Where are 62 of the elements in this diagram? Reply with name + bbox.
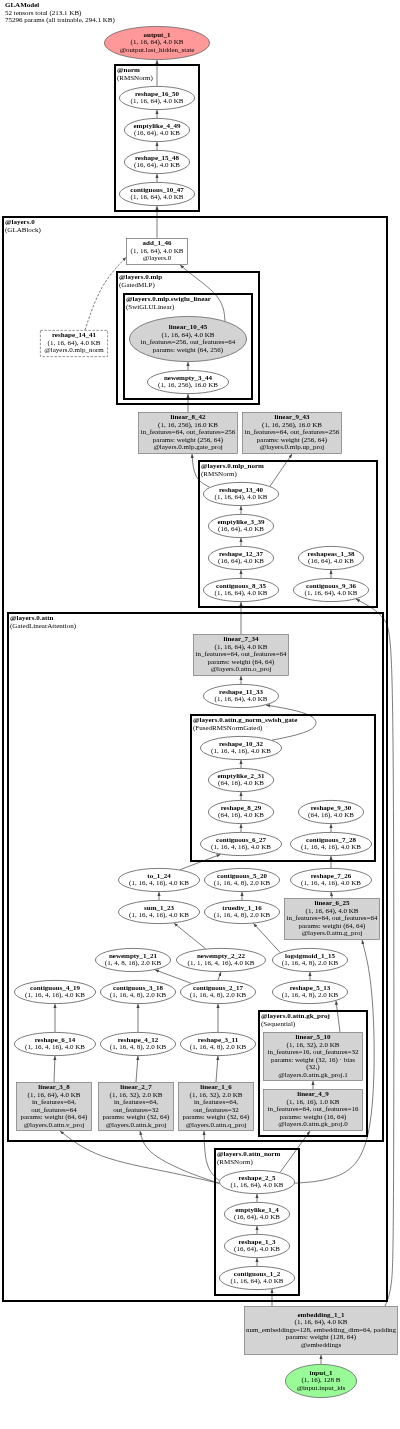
tensor-node: [298, 800, 364, 824]
module-group: [116, 271, 260, 405]
tensor-node: [203, 482, 279, 506]
tensor-node: [100, 1032, 176, 1056]
operation-node: [126, 238, 188, 265]
tensor-node: [290, 868, 372, 892]
layer-node: [242, 412, 342, 454]
tensor-node: [203, 578, 279, 602]
tensor-node: [208, 546, 274, 570]
layer-node: [138, 412, 238, 454]
tensor-node: [118, 900, 200, 924]
tensor-node: [208, 800, 274, 824]
tensor-node: [208, 514, 274, 538]
layer-node: [263, 1032, 363, 1081]
tensor-node: [124, 150, 190, 174]
tensor-node: [40, 330, 108, 357]
tensor-node: [124, 118, 190, 142]
tensor-node: [147, 370, 229, 394]
tensor-node: [272, 948, 348, 972]
tensor-node: [200, 736, 282, 760]
arrow: [330, 891, 334, 899]
module-group: [198, 460, 378, 608]
tensor-node: [118, 868, 200, 892]
module-group: [123, 293, 253, 400]
tensor-node: [290, 832, 372, 856]
output-node: [104, 26, 210, 60]
tensor-node: [224, 1202, 290, 1226]
tensor-node: [95, 948, 171, 972]
tensor-node: [203, 684, 279, 708]
tensor-node: [204, 868, 280, 892]
module-group: [190, 714, 376, 862]
layer-node: [193, 634, 289, 676]
module-group: [258, 1010, 368, 1137]
input-node: [285, 1364, 357, 1398]
layer-node: [98, 1082, 174, 1131]
tensor-node: [272, 980, 348, 1004]
layer-node: [263, 1089, 363, 1131]
tensor-node: [293, 578, 369, 602]
module-group: [214, 1148, 300, 1296]
tensor-node: [180, 1032, 256, 1056]
tensor-node: [204, 900, 280, 924]
tensor-node: [224, 1234, 290, 1258]
tensor-node: [180, 980, 256, 1004]
layer-node: [244, 1306, 398, 1355]
tensor-node: [14, 980, 96, 1004]
layer-node: [284, 898, 380, 940]
tensor-node: [176, 948, 266, 972]
tensor-node: [208, 768, 274, 792]
tensor-node: [100, 980, 176, 1004]
tensor-node: [298, 546, 364, 570]
module-group: [114, 64, 200, 212]
layer-node: [16, 1082, 92, 1131]
layer-node: [178, 1082, 254, 1131]
tensor-node: [14, 1032, 96, 1056]
tensor-node: [119, 182, 195, 206]
tensor-node: [219, 1170, 295, 1194]
module-group: [2, 216, 388, 1302]
module-group: [7, 612, 384, 1142]
tensor-node: [200, 832, 282, 856]
tensor-node: [119, 86, 195, 110]
tensor-node: [219, 1266, 295, 1290]
layer-node: [129, 316, 247, 362]
